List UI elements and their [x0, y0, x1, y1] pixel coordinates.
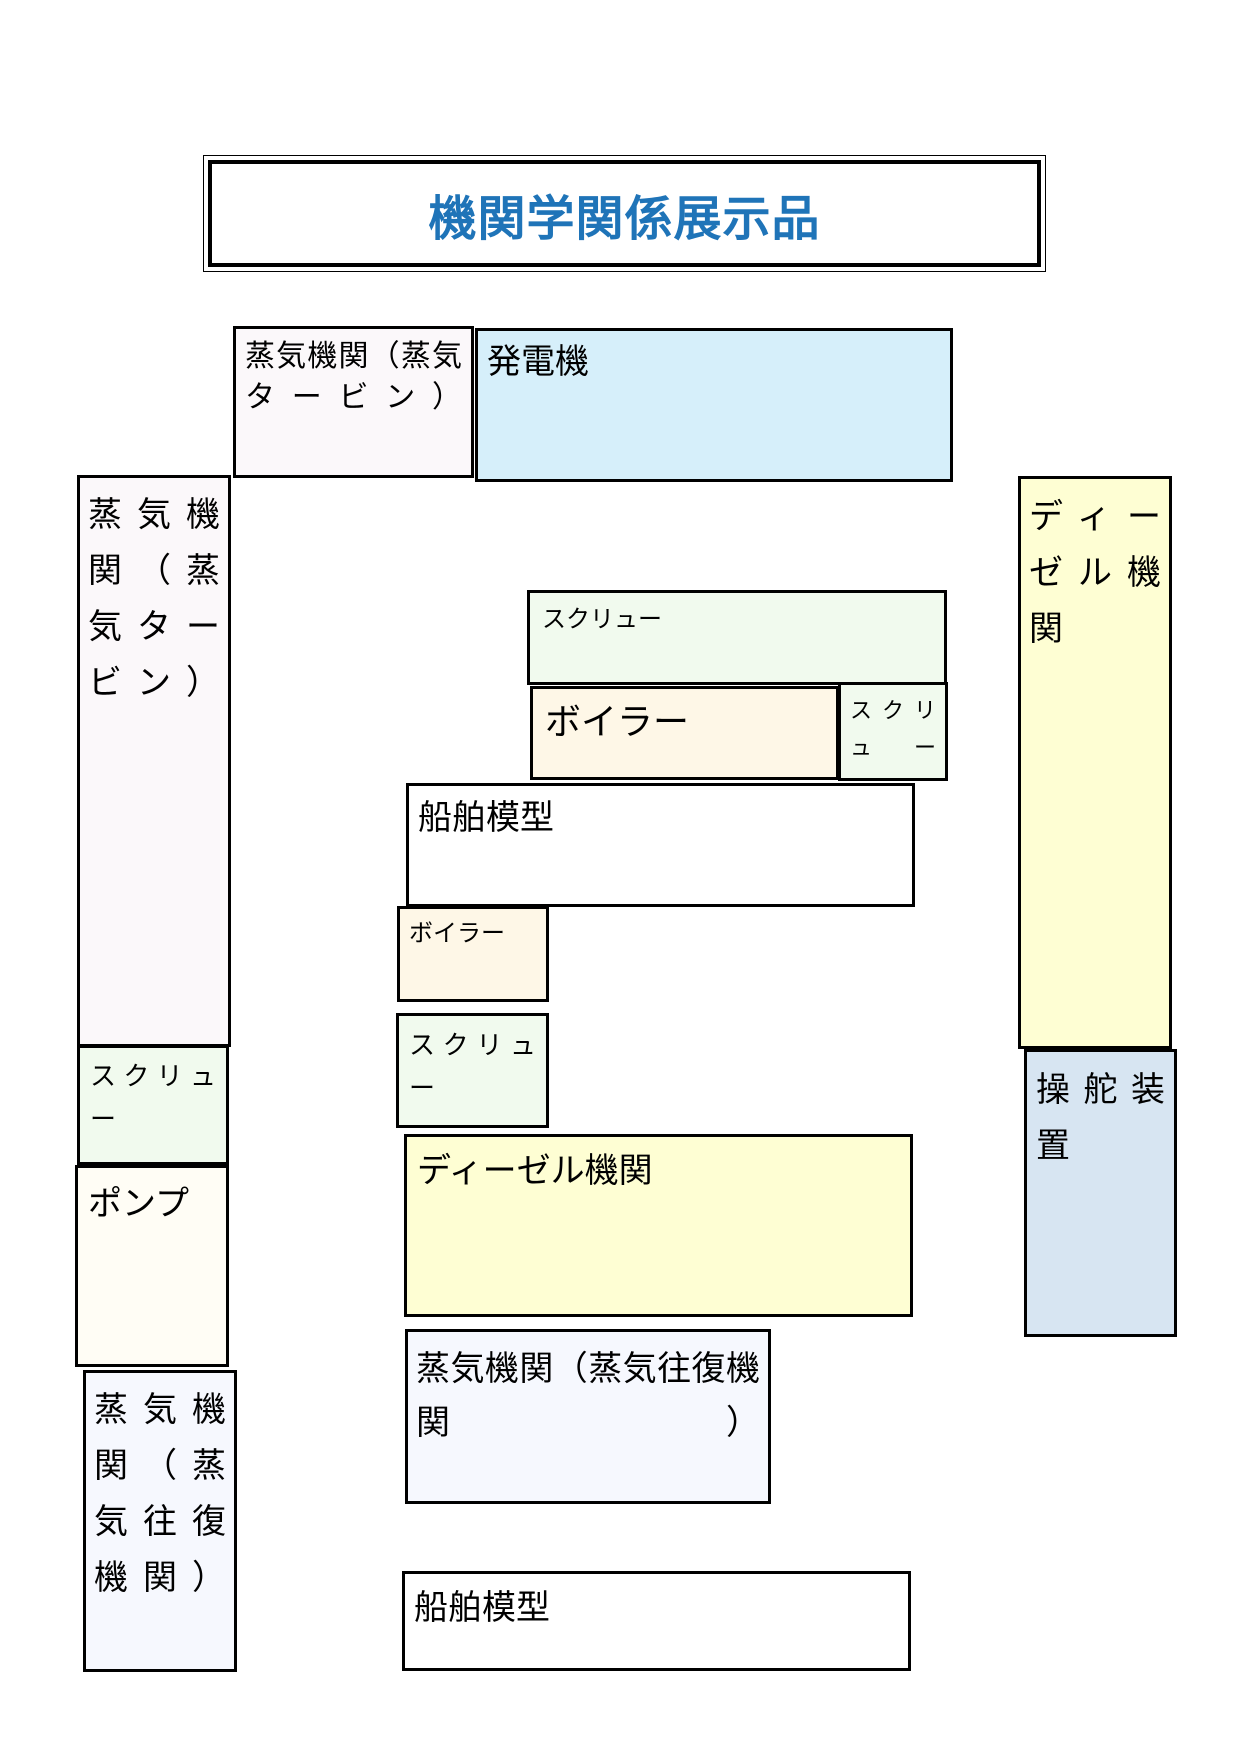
- exhibit-boiler-small: ボイラー: [397, 906, 549, 1002]
- exhibit-steering-gear: 操舵装置: [1024, 1049, 1177, 1337]
- exhibit-label: ポンプ: [88, 1184, 189, 1224]
- exhibit-boiler-mid: ボイラー: [530, 686, 839, 780]
- exhibit-label: スクリュー: [409, 1031, 536, 1104]
- exhibit-diesel-center: ディーゼル機関: [404, 1134, 913, 1317]
- exhibit-screw-wide: スクリュー: [527, 590, 947, 685]
- exhibit-screw-left: スクリュー: [77, 1045, 229, 1165]
- exhibit-label: 発電機: [487, 342, 589, 382]
- exhibit-label: ディーゼル機関: [417, 1151, 653, 1191]
- exhibit-label: 蒸気機関（蒸気往復機関）: [94, 1390, 226, 1599]
- exhibit-label: ディーゼル機関: [1029, 497, 1161, 650]
- exhibit-steam-turbine-left: 蒸気機関（蒸気タービン）: [77, 475, 231, 1047]
- exhibit-label: 蒸気機関（蒸気タービン）: [88, 495, 220, 704]
- exhibit-screw-small-center: スクリュー: [396, 1013, 549, 1128]
- exhibit-pump: ポンプ: [75, 1165, 229, 1367]
- exhibit-screw-small-right: スクリュー: [838, 682, 948, 781]
- exhibit-label: 船舶模型: [414, 1588, 550, 1628]
- exhibit-steam-turbine-top: 蒸気機関（蒸気タービン）: [233, 326, 474, 478]
- exhibit-ship-model-1: 船舶模型: [406, 783, 915, 907]
- exhibit-label: スクリュー: [850, 699, 936, 762]
- exhibit-generator: 発電機: [475, 328, 953, 482]
- exhibit-label: 操舵装置: [1036, 1070, 1165, 1167]
- title-box: 機関学関係展示品: [203, 155, 1046, 272]
- exhibit-ship-model-2: 船舶模型: [402, 1571, 911, 1671]
- exhibit-label: ボイラー: [409, 919, 505, 947]
- exhibit-label: 船舶模型: [418, 798, 554, 838]
- exhibit-label: ボイラー: [545, 702, 690, 743]
- exhibit-label: スクリュー: [542, 605, 662, 633]
- exhibit-steam-recip-left: 蒸気機関（蒸気往復機関）: [83, 1370, 237, 1672]
- exhibit-diesel-right: ディーゼル機関: [1018, 476, 1172, 1049]
- exhibit-label: スクリュー: [90, 1062, 216, 1135]
- exhibit-label: 蒸気機関（蒸気タービン）: [245, 339, 462, 415]
- page-title: 機関学関係展示品: [428, 190, 821, 247]
- title-frame: 機関学関係展示品: [208, 160, 1041, 267]
- exhibit-steam-recip-center: 蒸気機関（蒸気往復機関）: [405, 1329, 771, 1504]
- exhibit-label: 蒸気機関（蒸気往復機関）: [416, 1349, 760, 1444]
